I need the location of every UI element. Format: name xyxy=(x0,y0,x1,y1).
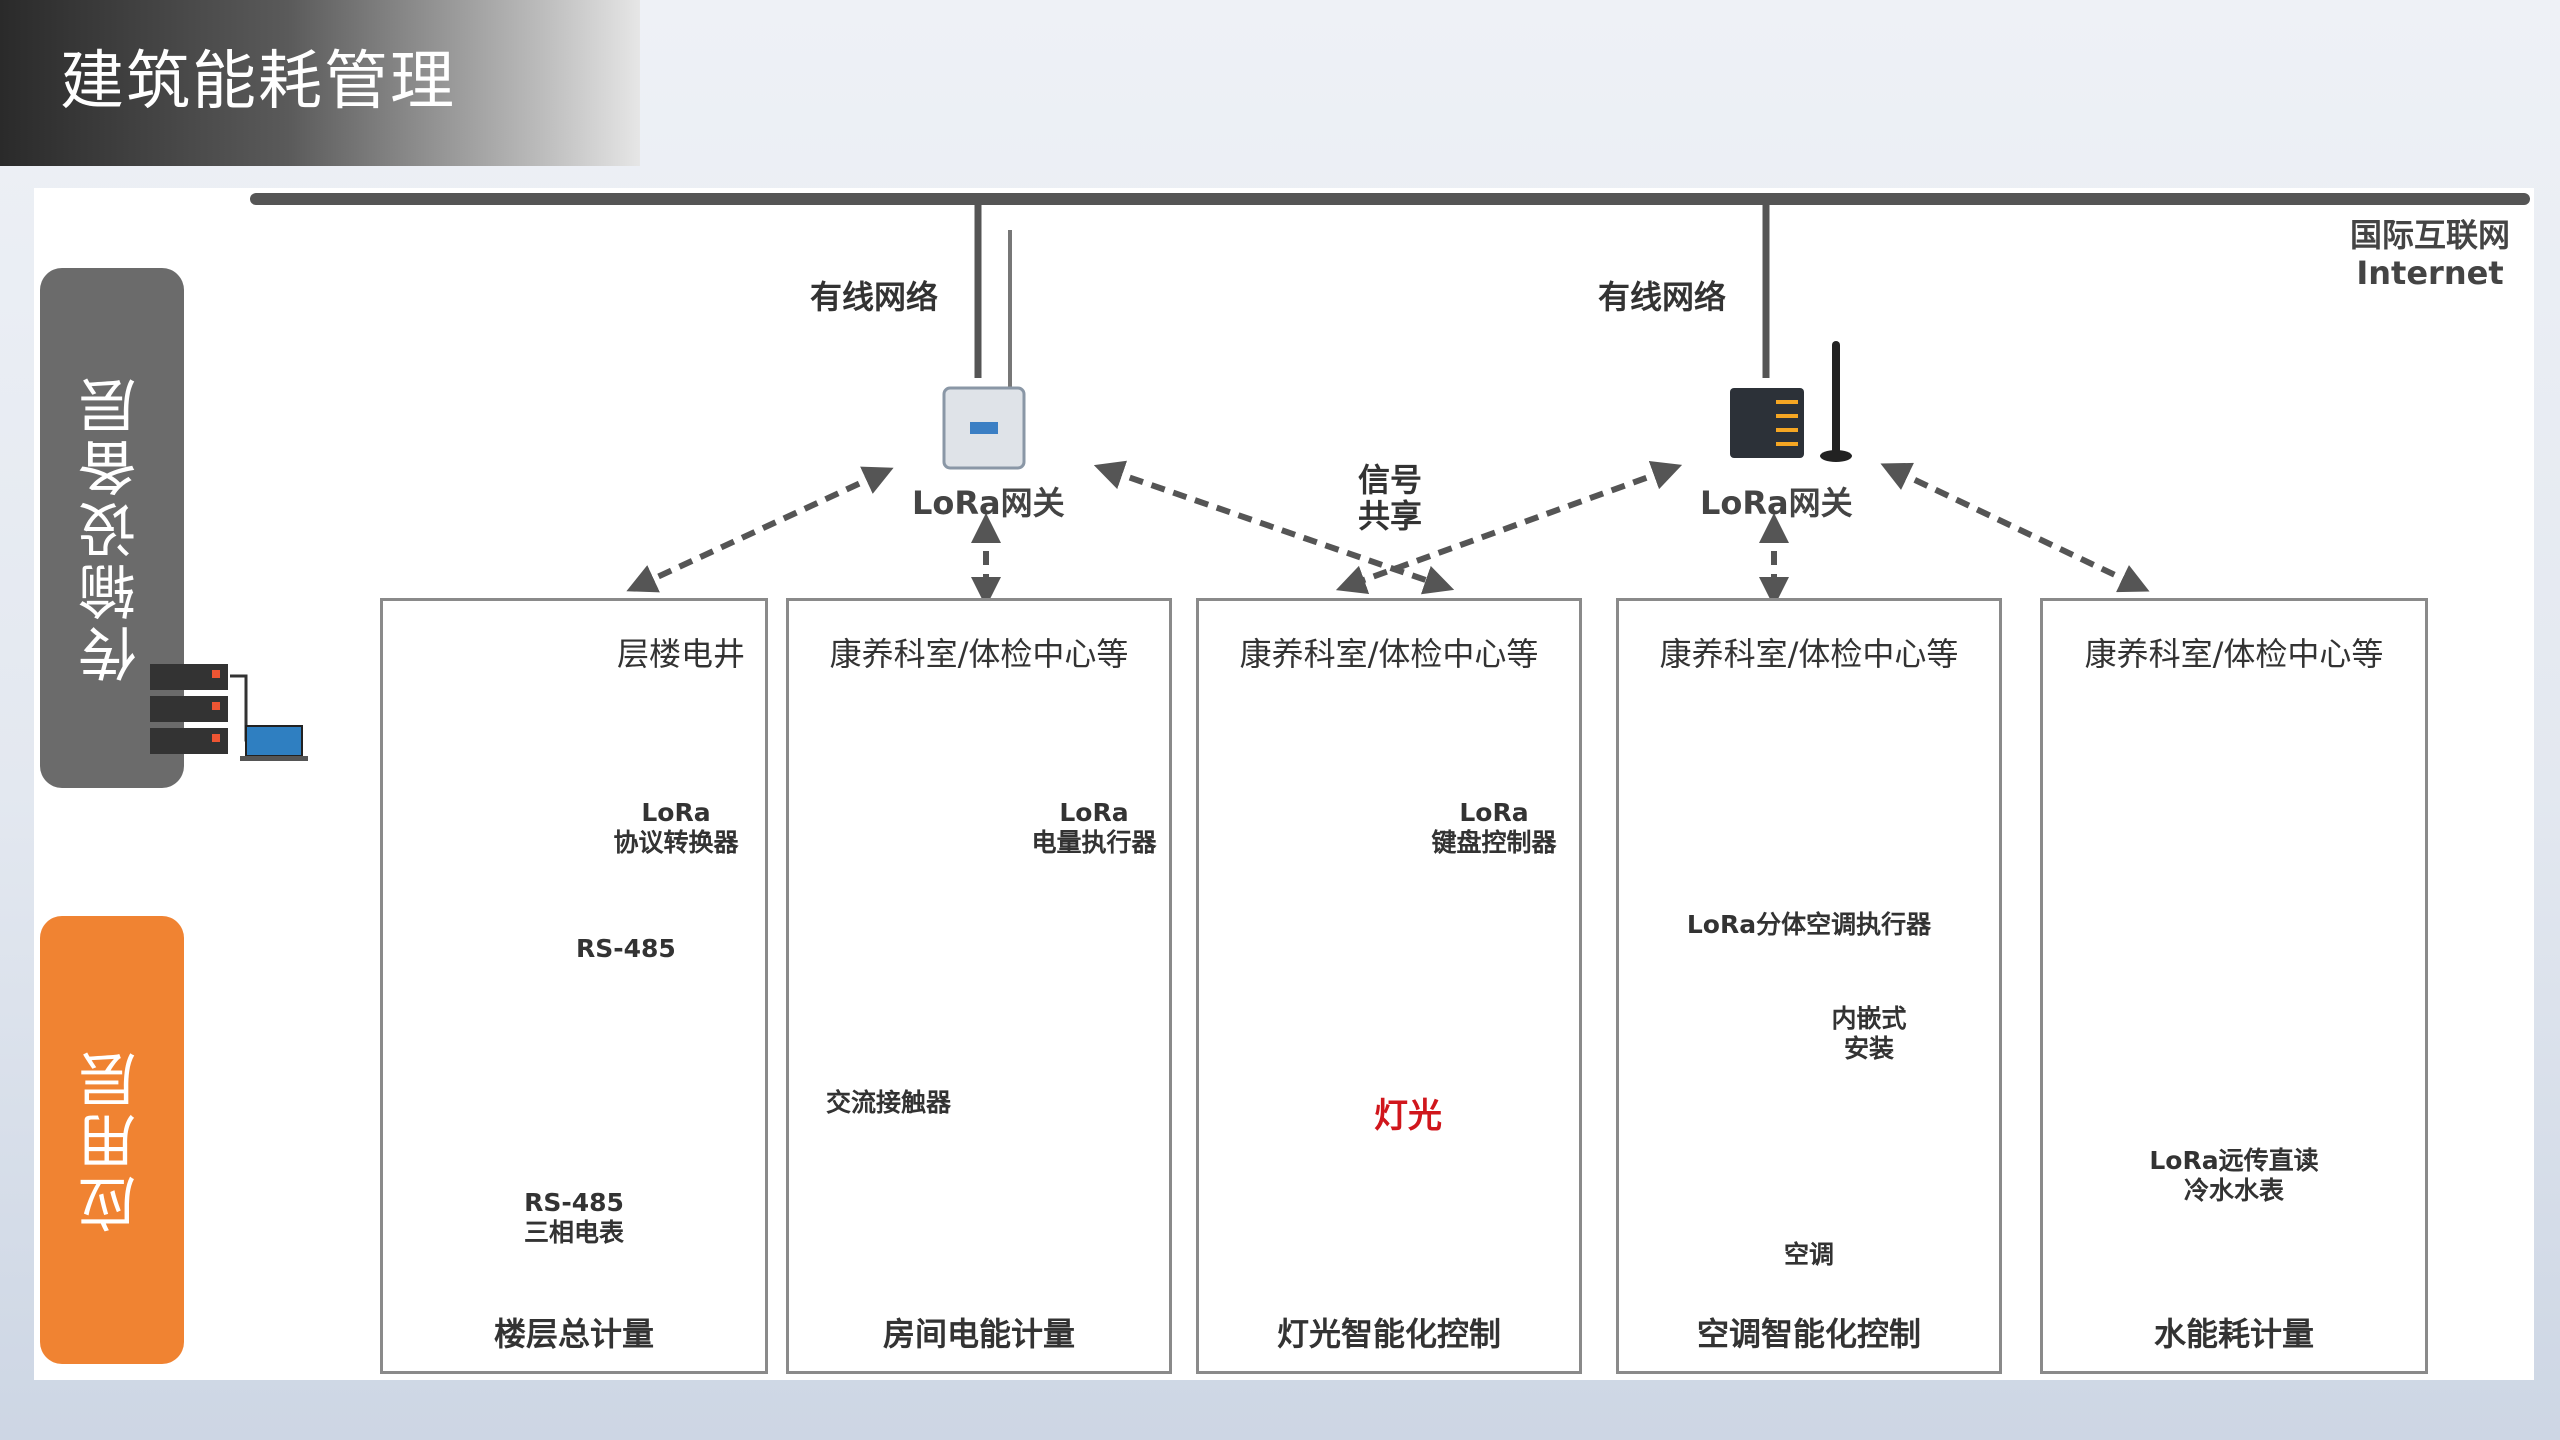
contactor-label: 交流接触器 xyxy=(826,1088,952,1117)
converter-label: LoRa 协议转换器 xyxy=(606,798,746,858)
link-gw-left-box1 xyxy=(626,466,894,593)
lora-gateway-left-label: LoRa网关 xyxy=(912,484,1065,522)
converter-label-line2: 协议转换器 xyxy=(613,828,739,857)
converter-label-line1: LoRa xyxy=(641,798,711,827)
box-floor-shaft: 层楼电井 楼层总计量 xyxy=(380,598,768,1374)
water-meter-label-line2: 冷水水表 xyxy=(2183,1176,2284,1205)
title-bar: 建筑能耗管理 xyxy=(0,0,640,166)
actuator-label-line2: 电量执行器 xyxy=(1031,828,1157,857)
signal-share-line2: 共享 xyxy=(1358,497,1423,535)
box-head: 康养科室/体检中心等 xyxy=(1659,635,1959,673)
meter-label-line2: 三相电表 xyxy=(523,1218,624,1247)
box-lighting-control: 康养科室/体检中心等 灯光智能化控制 xyxy=(1196,598,1582,1374)
box-head: 康养科室/体检中心等 xyxy=(829,635,1129,673)
ac-label: 空调 xyxy=(1783,1240,1834,1269)
embed-label-line2: 安装 xyxy=(1843,1034,1894,1063)
page-title: 建筑能耗管理 xyxy=(60,45,456,119)
box-head: 康养科室/体检中心等 xyxy=(1239,635,1539,673)
internet-label-cn: 国际互联网 xyxy=(2349,216,2510,254)
water-meter-label-line1: LoRa远传直读 xyxy=(2149,1146,2319,1175)
link-gw-right-box5 xyxy=(1880,462,2150,593)
meter-label: RS-485 三相电表 xyxy=(504,1188,644,1248)
link-gw-right-box3 xyxy=(1335,460,1683,595)
actuator-label: LoRa 电量执行器 xyxy=(1024,798,1164,858)
lora-gateway-right-icon xyxy=(1730,341,1852,462)
embed-label: 内嵌式 安装 xyxy=(1824,1004,1914,1064)
box-ac-control: 康养科室/体检中心等 空调智能化控制 xyxy=(1616,598,2002,1374)
lora-gateway-right-label: LoRa网关 xyxy=(1700,484,1853,522)
embed-label-line1: 内嵌式 xyxy=(1831,1004,1907,1033)
water-meter-label: LoRa远传直读 冷水水表 xyxy=(2040,1146,2428,1206)
box-foot: 房间电能计量 xyxy=(882,1315,1075,1353)
box-foot: 楼层总计量 xyxy=(493,1315,654,1353)
light-label: 灯光 xyxy=(1374,1096,1442,1136)
keypad-label-line2: 键盘控制器 xyxy=(1431,828,1557,857)
internet-label: 国际互联网 Internet xyxy=(2350,216,2510,292)
box-head: 层楼电井 xyxy=(616,635,745,673)
box-foot: 灯光智能化控制 xyxy=(1276,1315,1501,1353)
server-stack-icon xyxy=(150,664,308,761)
box-head: 康养科室/体检中心等 xyxy=(2084,635,2384,673)
ac-actuator-label: LoRa分体空调执行器 xyxy=(1686,910,1932,939)
internet-label-en: Internet xyxy=(2356,254,2504,292)
signal-share-label: 信号 共享 xyxy=(1358,462,1422,534)
wired-network-label-right: 有线网络 xyxy=(1598,278,1727,316)
box-foot: 空调智能化控制 xyxy=(1696,1315,1921,1353)
keypad-label-line1: LoRa xyxy=(1459,798,1529,827)
actuator-label-line1: LoRa xyxy=(1059,798,1129,827)
wired-network-label-left: 有线网络 xyxy=(810,278,939,316)
signal-share-line1: 信号 xyxy=(1358,461,1423,499)
meter-label-line1: RS-485 xyxy=(524,1188,624,1217)
box-foot: 水能耗计量 xyxy=(2153,1315,2314,1353)
keypad-label: LoRa 键盘控制器 xyxy=(1424,798,1564,858)
link-gw-left-box3 xyxy=(1093,460,1455,595)
lora-gateway-left-icon xyxy=(942,230,1026,470)
box-room-energy: 康养科室/体检中心等 房间电能计量 xyxy=(786,598,1172,1374)
rs485-label: RS-485 xyxy=(576,934,676,963)
box-water-meter: 康养科室/体检中心等 水能耗计量 xyxy=(2040,598,2428,1374)
